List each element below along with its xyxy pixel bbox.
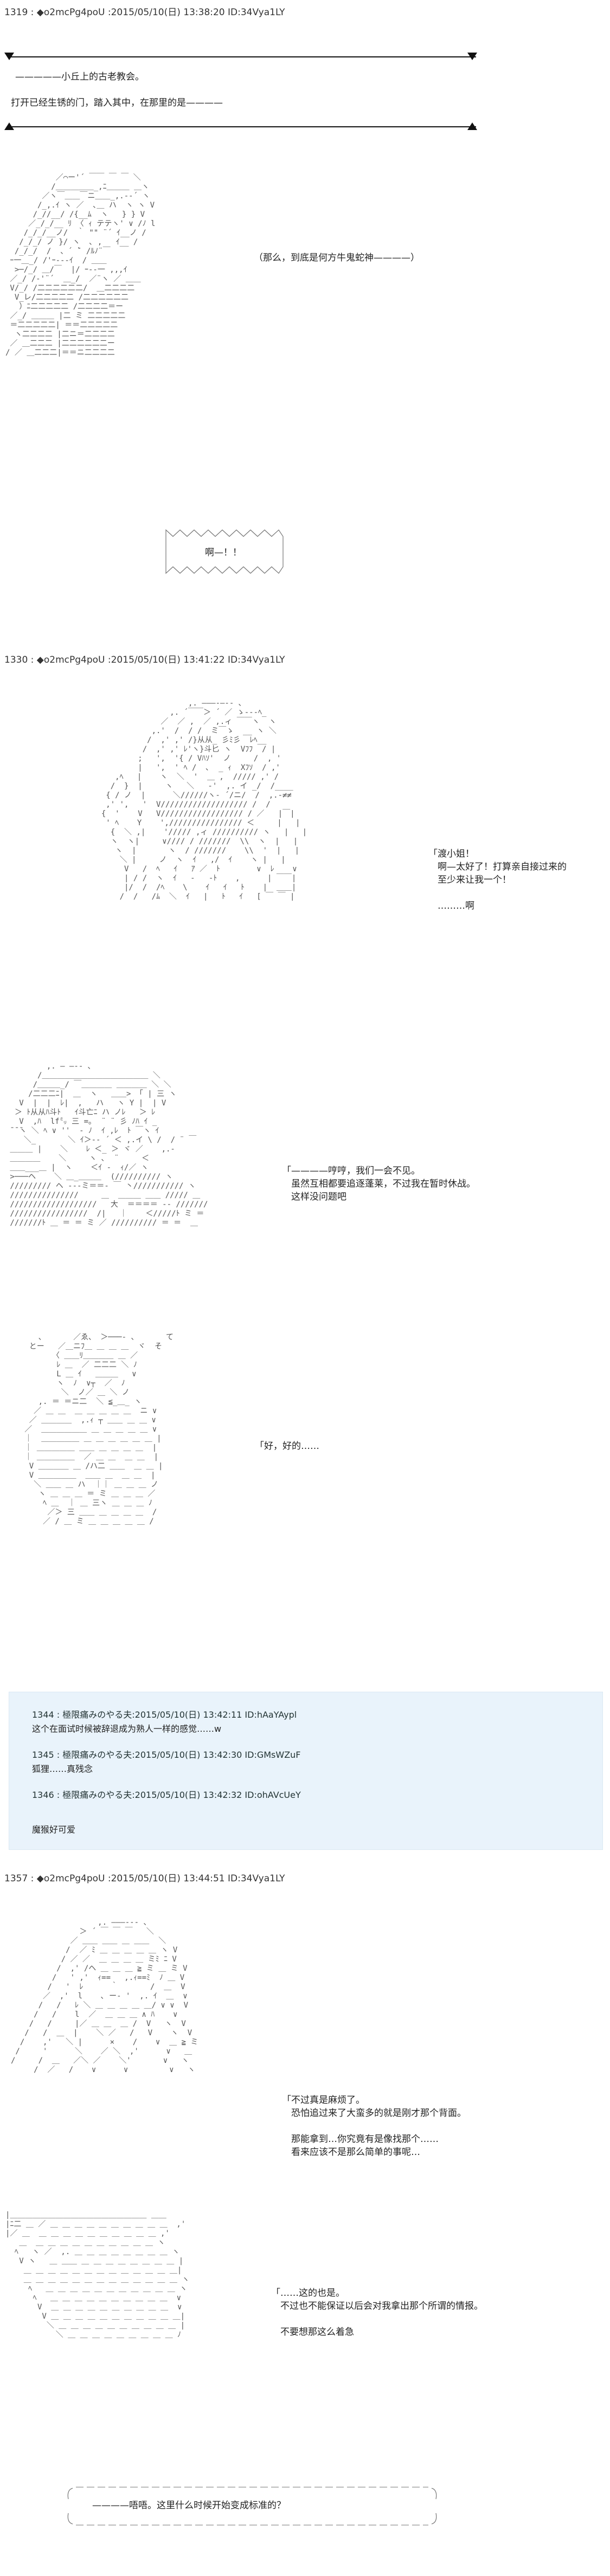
speech-text: 「……这的也是。 不过也不能保证以后会对我拿出那个所谓的情报。 不要想那这么着急 [271, 2288, 483, 2338]
reply-header: 1346 : 極限痛みのやる夫:2015/05/10(日) 13:42:32 I… [32, 1790, 301, 1800]
speech-bubble [65, 2482, 439, 2530]
speech-text: （那么，到底是何方牛鬼蛇神————） [254, 253, 420, 263]
ascii-art-character: ,. ― ―‐- ､ /＿＿＿＿＿＿＿＿＿＿＿＿＿＿ ＼ /＿＿＿_/ ￣＿＿＿… [5, 1062, 208, 1227]
ascii-art-character-pair: |＿＿＿＿＿＿＿＿＿＿＿＿＿＿＿＿＿＿ ＿＿ |ﾆ二 ＿ ／ ＿ ＿ ＿ ＿ ＿… [5, 2211, 190, 2339]
speech-text: 「好，好的…… [255, 1441, 319, 1452]
post-header: 1319 : ◆o2mcPg4poU :2015/05/10(日) 13:38:… [4, 7, 285, 18]
ascii-art-character-pair: ,. ―――‐―‐- ､ ,. ´￣￣＞ ´ ／ ゝ-‐-ﾍ_ ／ ／ , ／ … [101, 699, 307, 901]
ascii-art-character: 、 ／ゑ、 ＞───- 、 て とー ／＿ニﾌ＿ ＿ ＿ ＿ ヾ そ 〈 ＿＿ﾘ… [24, 1333, 174, 1526]
ascii-art-character: ,. ―――‐-- 、 ＞ ´ ￣ ￣ ￣ ＼ ／ ＿＿ ＿＿ ＿ ＿＿ ＼ /… [11, 1918, 198, 2074]
reply-body: 狐狸……真残念 [32, 1764, 93, 1774]
triangle-down-icon [467, 53, 477, 60]
reply-body: 魔猴好可爱 [32, 1824, 76, 1835]
triangle-up-icon [4, 122, 14, 130]
shout-text: 啊—！！ [205, 547, 242, 558]
narration-line: —————小丘上的古老教会。 [15, 72, 144, 82]
reply-header: 1344 : 極限痛みのやる夫:2015/05/10(日) 13:42:11 I… [32, 1710, 297, 1720]
speech-text: ————唔唔。这里什么时候开始变成标准的？ [92, 2500, 286, 2511]
reply-body: 这个在面试时候被辞退成为熟人一样的感觉……w [32, 1724, 222, 1734]
speech-text: 「不过真是麻烦了。 恐怕追过来了大蛮多的就是刚才那个背面。 那能拿到…你究竟有是… [282, 2095, 466, 2158]
speech-text: 「渡小姐！ 啊—太好了！打算亲自接过来的 至少来让我一个！ ………啊 [428, 849, 567, 911]
reply-header: 1345 : 極限痛みのやる夫:2015/05/10(日) 13:42:30 I… [32, 1750, 301, 1760]
triangle-up-icon [467, 122, 477, 130]
ascii-art-character: ／⌒ー'´ ￣￣ ￣ ￣ ＼ /＿＿＿＿＿_,ﾆ＿＿＿ ＿ヽ ／ヽ￣＿＿￣ニ＿＿… [5, 173, 156, 357]
triangle-down-icon [4, 53, 14, 60]
divider [10, 126, 476, 127]
post-header: 1330 : ◆o2mcPg4poU :2015/05/10(日) 13:41:… [4, 655, 285, 665]
replies-panel: 1344 : 極限痛みのやる夫:2015/05/10(日) 13:42:11 I… [9, 1692, 603, 1850]
speech-text: 「————哼哼，我们一会不见。 虽然互相都要追逐蓬莱，不过我在暂时休战。 这样没… [282, 1166, 476, 1202]
narration-line: 打开已经生锈的门，踏入其中，在那里的是———— [11, 98, 223, 108]
shout-bubble [163, 526, 286, 578]
post-header: 1357 : ◆o2mcPg4poU :2015/05/10(日) 13:44:… [4, 1873, 285, 1884]
divider [10, 56, 476, 57]
